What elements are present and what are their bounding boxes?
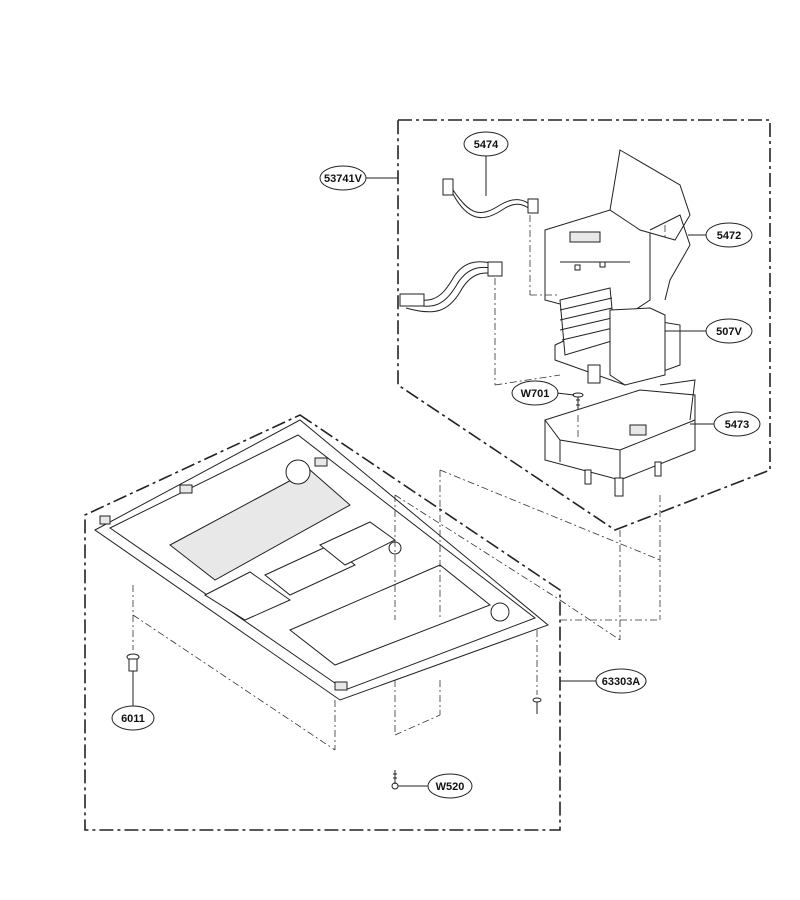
svg-text:6011: 6011	[121, 713, 145, 725]
callout-screw-lower: W520	[398, 773, 473, 799]
callout-base: 5473	[690, 411, 761, 437]
flat-cable-part	[399, 261, 503, 313]
callout-foot: 6011	[111, 671, 155, 731]
harness-small-part	[442, 178, 539, 218]
callout-assembly-upper: 53741V	[319, 165, 398, 191]
screw-lower-part	[391, 770, 399, 790]
screw-right-part	[532, 697, 542, 714]
cavity-plate-part	[94, 419, 549, 701]
callout-harness-small: 5474	[463, 131, 509, 196]
callout-bracket: 5472	[688, 222, 753, 248]
lower-assembly-boundary	[84, 414, 561, 831]
svg-text:5474: 5474	[474, 139, 499, 151]
svg-text:5473: 5473	[725, 419, 749, 431]
svg-text:53741V: 53741V	[324, 173, 363, 185]
callout-assembly-lower: 63303A	[560, 668, 647, 694]
bracket-part	[544, 149, 691, 321]
pcb-part	[554, 287, 681, 386]
svg-text:W701: W701	[521, 388, 550, 400]
upper-assembly-boundary	[397, 119, 771, 531]
upper-alignment-lines	[494, 215, 666, 440]
callout-pcb: 507V	[665, 318, 753, 344]
svg-text:5472: 5472	[717, 230, 741, 242]
svg-text:63303A: 63303A	[602, 676, 641, 688]
base-part	[544, 379, 696, 497]
svg-text:W520: W520	[436, 781, 465, 793]
lower-alignment-lines	[132, 469, 661, 751]
svg-text:507V: 507V	[716, 326, 742, 338]
foot-part	[126, 653, 140, 672]
callout-screw-upper: W701	[511, 380, 575, 406]
